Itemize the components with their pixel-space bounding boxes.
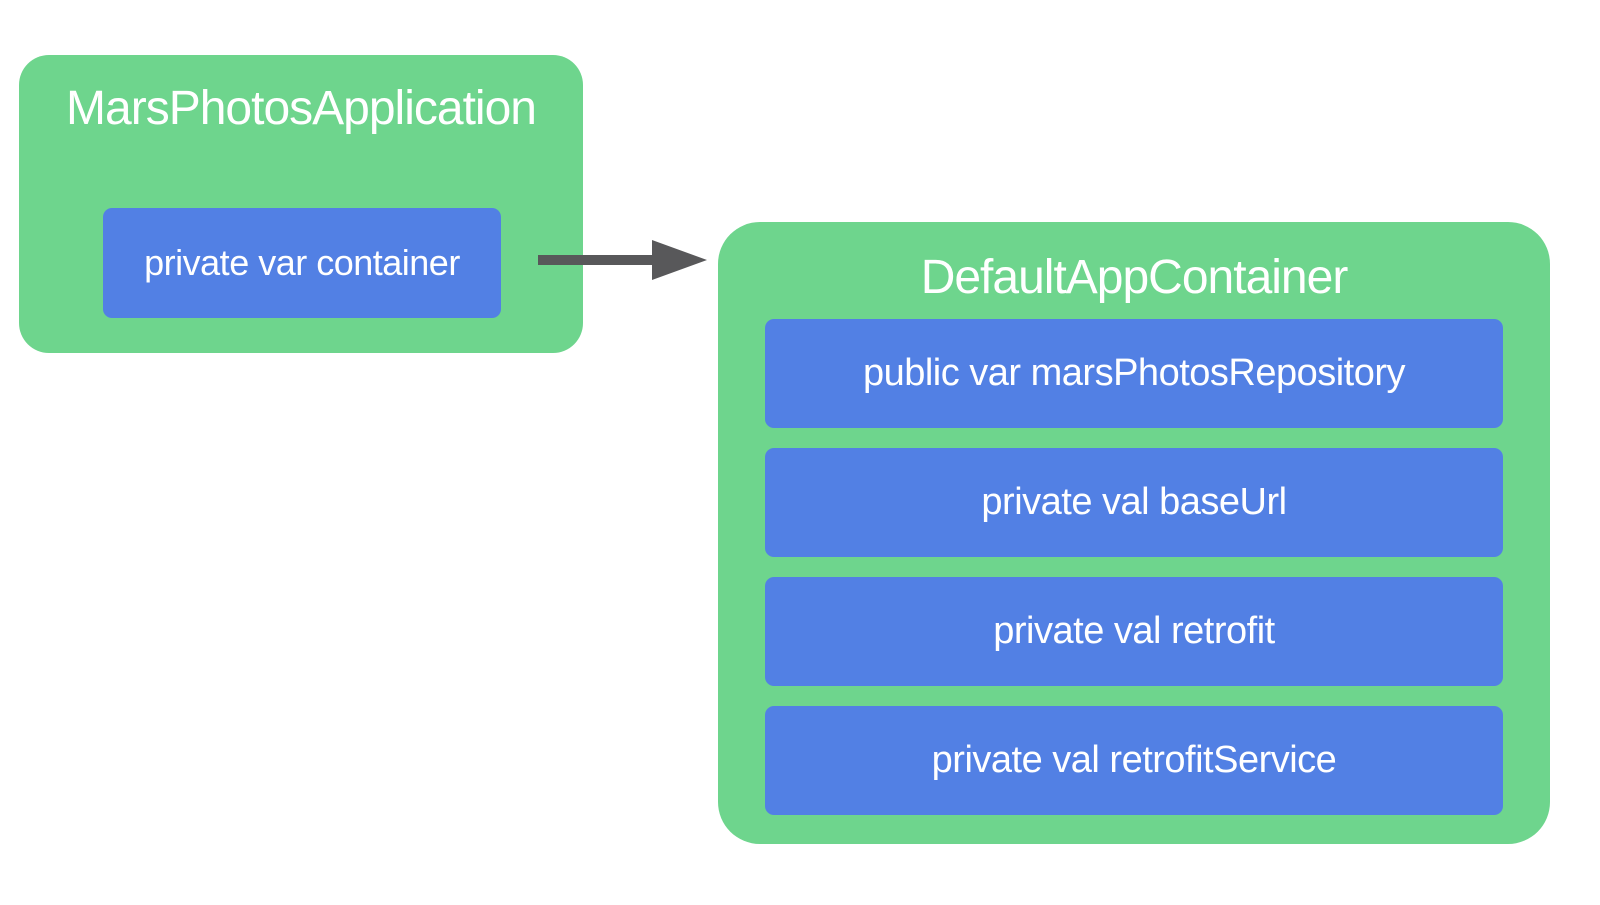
- member-box-retrofit: private val retrofit: [765, 577, 1503, 686]
- member-box-mars-photos-repository: public var marsPhotosRepository: [765, 319, 1503, 428]
- class-title: DefaultAppContainer: [920, 251, 1349, 304]
- arrow-right-icon: [538, 240, 707, 280]
- member-box-base-url: private val baseUrl: [765, 448, 1503, 557]
- member-box-container: private var container: [103, 208, 501, 318]
- member-box-retrofit-service: private val retrofitService: [765, 706, 1503, 815]
- class-box-default-app-container: DefaultAppContainer public var marsPhoto…: [718, 222, 1550, 844]
- class-title: MarsPhotosApplication: [66, 82, 537, 135]
- class-box-mars-photos-application: MarsPhotosApplication private var contai…: [19, 55, 583, 353]
